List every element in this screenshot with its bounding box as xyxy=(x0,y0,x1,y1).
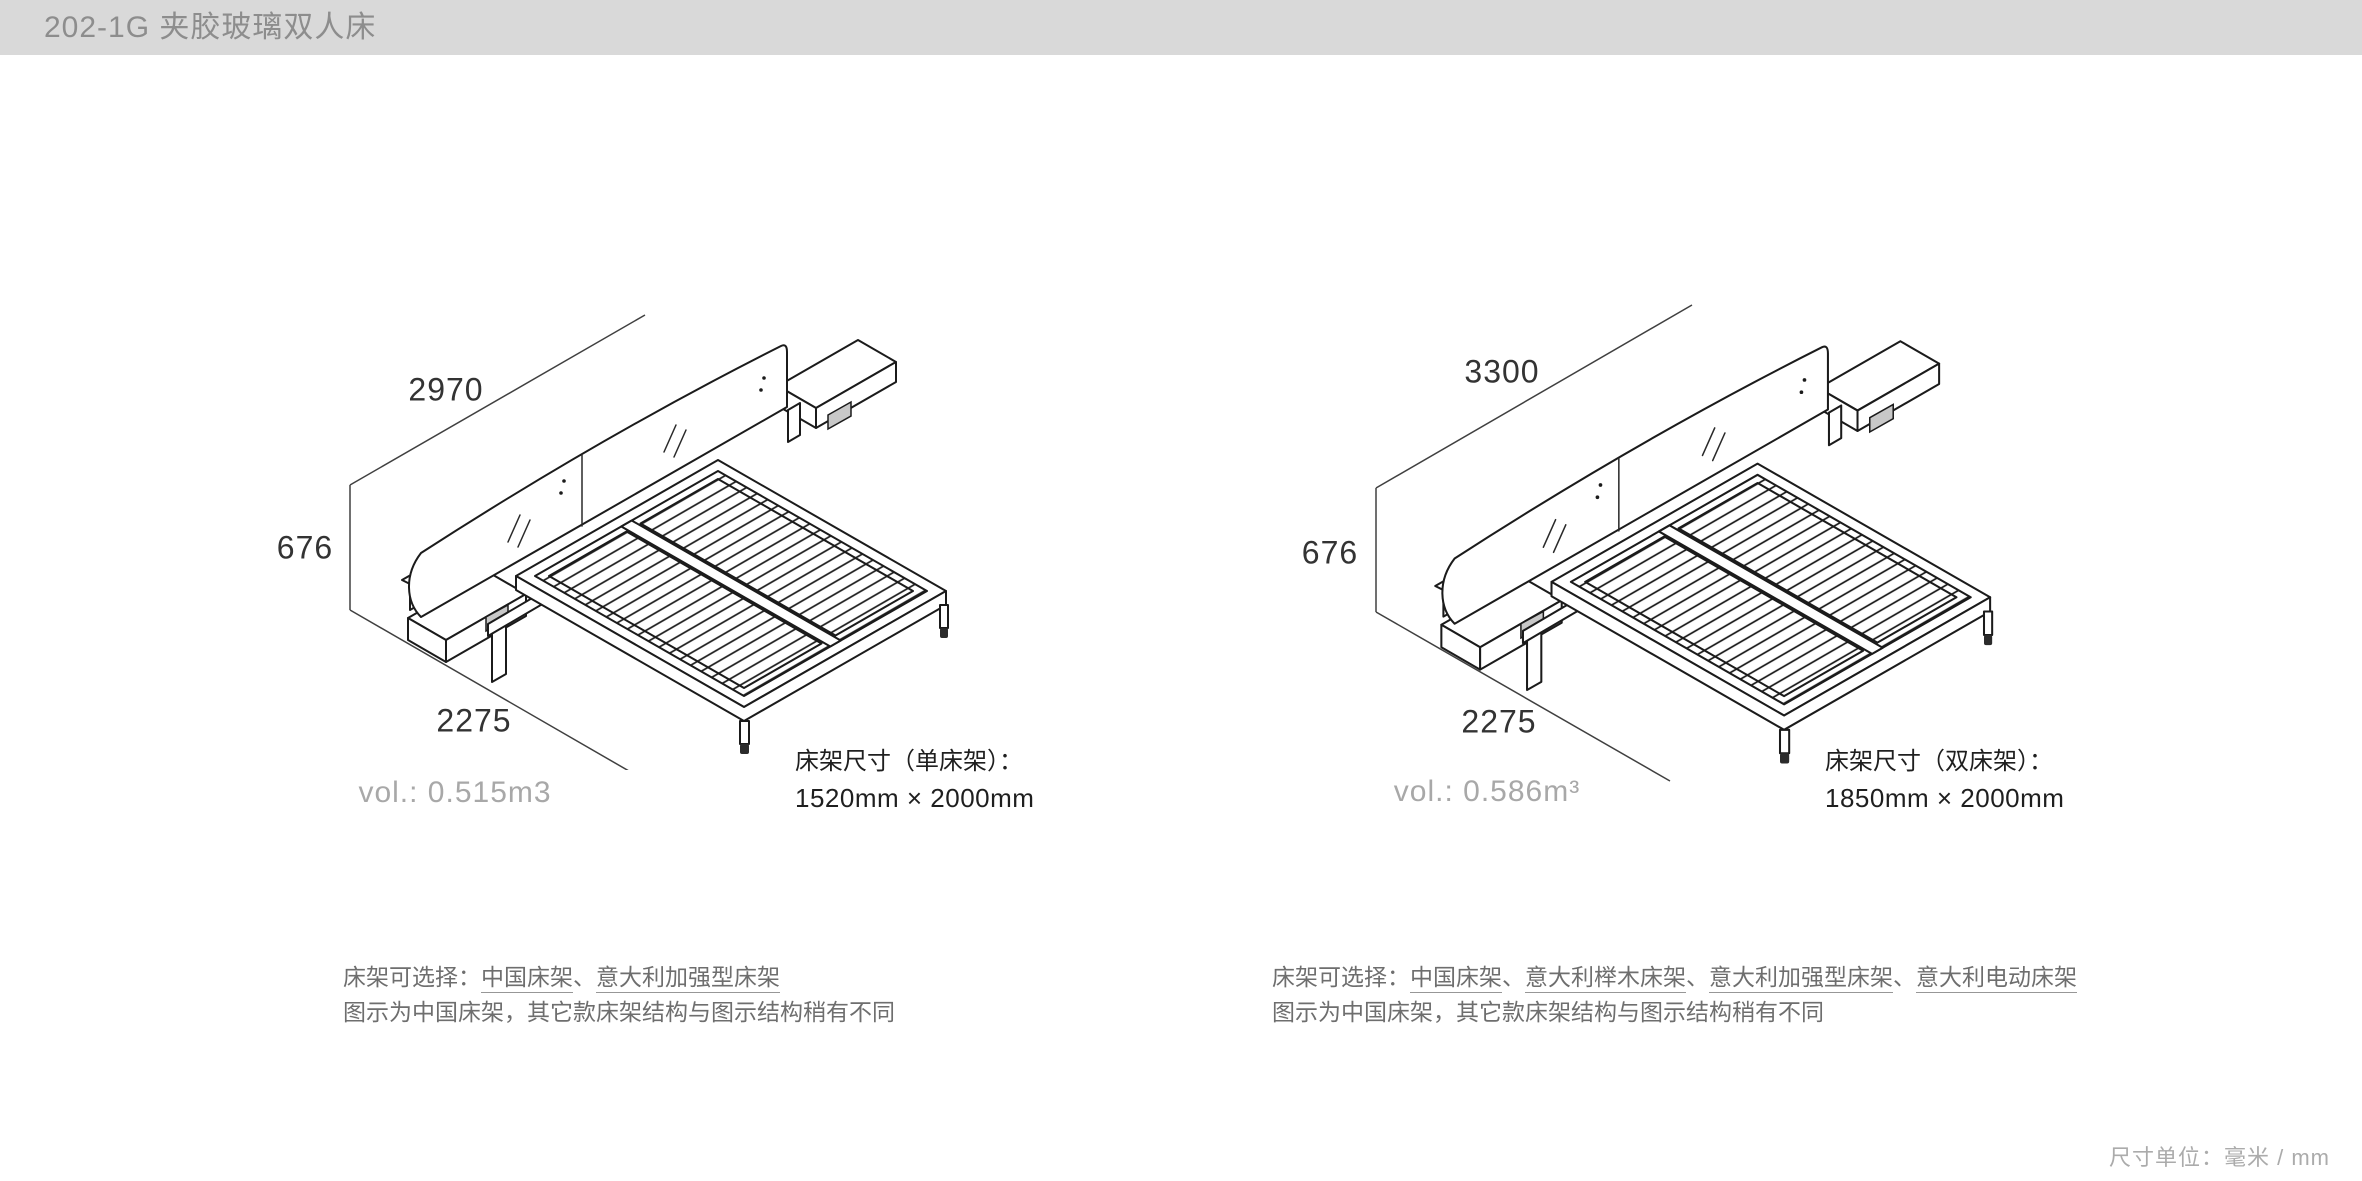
bed-diagram-right xyxy=(1375,304,1994,782)
right-note-prefix: 床架可选择： xyxy=(1272,964,1410,990)
left-frame-size: 床架尺寸（单床架）： 1520mm × 2000mm xyxy=(795,744,1034,816)
page-title: 202-1G 夹胶玻璃双人床 xyxy=(44,11,377,44)
right-dim-depth-label: 2275 xyxy=(1461,703,1537,740)
bed-diagram-left xyxy=(349,314,949,770)
right-note-option-2: 意大利榉木床架 xyxy=(1525,964,1686,993)
header-bar xyxy=(0,0,2362,55)
left-note-line1: 床架可选择：中国床架、意大利加强型床架 xyxy=(343,960,895,995)
separator: 、 xyxy=(1893,964,1916,990)
left-dim-height-label: 676 xyxy=(276,529,334,566)
right-frame-options-note: 床架可选择：中国床架、意大利榉木床架、意大利加强型床架、意大利电动床架 图示为中… xyxy=(1272,960,2077,1030)
left-note-option-1: 中国床架 xyxy=(481,964,573,993)
right-dim-width-label: 3300 xyxy=(1464,353,1540,390)
left-note-prefix: 床架可选择： xyxy=(343,964,481,990)
separator: 、 xyxy=(1502,964,1525,990)
right-note-option-1: 中国床架 xyxy=(1410,964,1502,993)
right-note-line1: 床架可选择：中国床架、意大利榉木床架、意大利加强型床架、意大利电动床架 xyxy=(1272,960,2077,995)
left-note-option-2: 意大利加强型床架 xyxy=(596,964,780,993)
right-volume-label: vol.: 0.586m³ xyxy=(1393,775,1581,808)
unit-note: 尺寸单位：毫米 / mm xyxy=(2109,1145,2330,1170)
separator: 、 xyxy=(1686,964,1709,990)
left-note-line2: 图示为中国床架，其它款床架结构与图示结构稍有不同 xyxy=(343,999,895,1025)
right-frame-size: 床架尺寸（双床架）： 1850mm × 2000mm xyxy=(1825,744,2064,816)
right-dim-height-label: 676 xyxy=(1301,534,1359,571)
left-frame-size-value: 1520mm × 2000mm xyxy=(795,783,1035,813)
right-frame-size-label: 床架尺寸（双床架）： xyxy=(1825,748,2053,775)
right-frame-size-value: 1850mm × 2000mm xyxy=(1825,783,2065,813)
left-dim-depth-label: 2275 xyxy=(436,702,512,739)
left-dim-width-label: 2970 xyxy=(408,371,484,408)
left-volume-label: vol.: 0.515m3 xyxy=(358,776,552,809)
left-frame-options-note: 床架可选择：中国床架、意大利加强型床架 图示为中国床架，其它款床架结构与图示结构… xyxy=(343,960,895,1030)
right-note-line2: 图示为中国床架，其它款床架结构与图示结构稍有不同 xyxy=(1272,999,1824,1025)
right-note-option-4: 意大利电动床架 xyxy=(1916,964,2077,993)
right-note-option-3: 意大利加强型床架 xyxy=(1709,964,1893,993)
separator: 、 xyxy=(573,964,596,990)
left-frame-size-label: 床架尺寸（单床架）： xyxy=(795,748,1023,775)
